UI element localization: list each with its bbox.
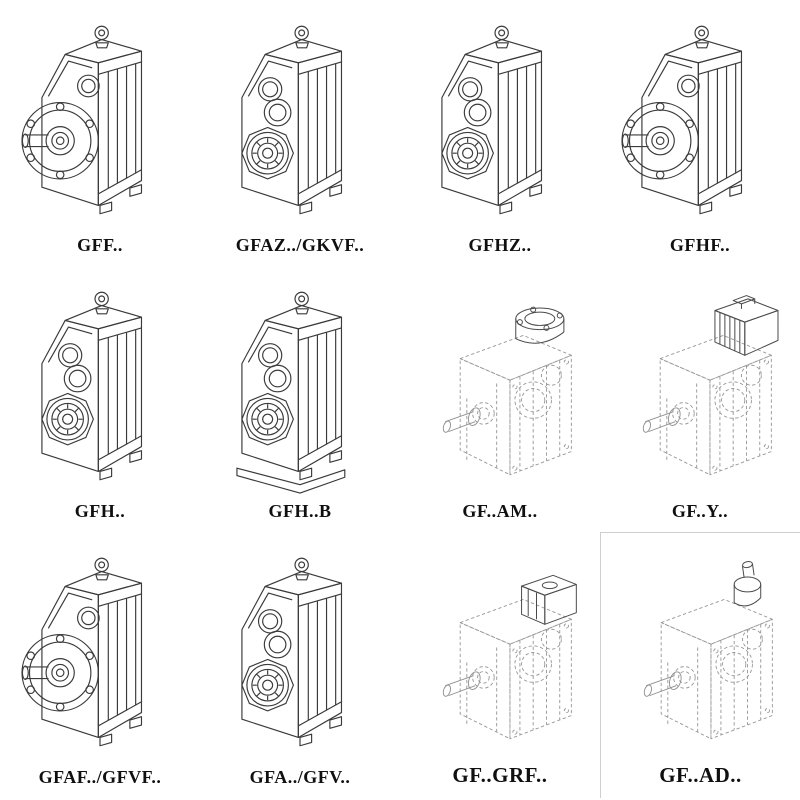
input-shaft-adapter-gearbox-drawing	[603, 537, 798, 763]
gearbox-model-label: GFA../GFV..	[249, 767, 351, 787]
gearbox-line-art	[441, 574, 577, 739]
gearbox-line-art	[21, 557, 143, 746]
gear-unit-adapter-gearbox-drawing	[402, 536, 598, 763]
gearbox-cell: GFH..	[0, 266, 200, 532]
gearbox-line-art	[441, 25, 543, 214]
gearbox-model-label: GFF..	[77, 235, 123, 255]
gearbox-model-label: GF..AM..	[462, 501, 538, 521]
gearbox-line-art	[21, 25, 143, 214]
shaft-output-gearbox-drawing	[202, 536, 398, 767]
gearbox-cell: GF..AM..	[400, 266, 600, 532]
gearbox-line-art	[641, 560, 773, 740]
gearbox-model-label: GFH..	[74, 501, 126, 521]
gearbox-model-label: GFAZ../GKVF..	[235, 235, 365, 255]
foot-mounted-gearbox-drawing	[202, 270, 398, 501]
gearbox-line-art	[621, 25, 743, 214]
gearbox-cell: GFAF../GFVF..	[0, 532, 200, 798]
gearbox-cell: GF..Y..	[600, 266, 800, 532]
hollow-shaft-gearbox-drawing	[2, 270, 198, 501]
flange-output-gearbox-drawing	[2, 536, 198, 767]
gearbox-cell: GFHZ..	[400, 0, 600, 266]
gearbox-model-label: GFHF..	[669, 235, 731, 255]
flange-output-gearbox-drawing	[2, 4, 198, 235]
gearbox-cell: GFAZ../GKVF..	[200, 0, 400, 266]
motor-adapter-flange-gearbox-drawing	[402, 270, 598, 501]
gearbox-line-art	[241, 25, 343, 214]
gearbox-line-art	[41, 291, 143, 480]
gearbox-cell: GF..GRF..	[400, 532, 600, 798]
gearbox-model-label: GFAF../GFVF..	[38, 767, 162, 787]
gearbox-cell: GF..AD..	[600, 532, 800, 798]
gearbox-cell: GFHF..	[600, 0, 800, 266]
gearbox-model-label: GF..GRF..	[452, 763, 548, 787]
gearbox-cell: GFF..	[0, 0, 200, 266]
gearbox-line-art	[641, 294, 779, 475]
gearbox-model-label: GFH..B	[268, 501, 332, 521]
motor-mounted-gearbox-drawing	[602, 270, 798, 501]
gearbox-cell: GFA../GFV..	[200, 532, 400, 798]
gearbox-line-art	[441, 306, 572, 475]
gearbox-model-label: GFHZ..	[468, 235, 532, 255]
gearbox-model-label: GF..Y..	[671, 501, 729, 521]
flange-output-gearbox-drawing	[602, 4, 798, 235]
gearbox-line-art	[236, 291, 346, 494]
gearbox-model-label: GF..AD..	[659, 763, 742, 787]
hollow-shaft-gearbox-drawing	[202, 4, 398, 235]
gearbox-cell: GFH..B	[200, 266, 400, 532]
hollow-shaft-gearbox-drawing	[402, 4, 598, 235]
gearbox-line-art	[241, 557, 343, 746]
